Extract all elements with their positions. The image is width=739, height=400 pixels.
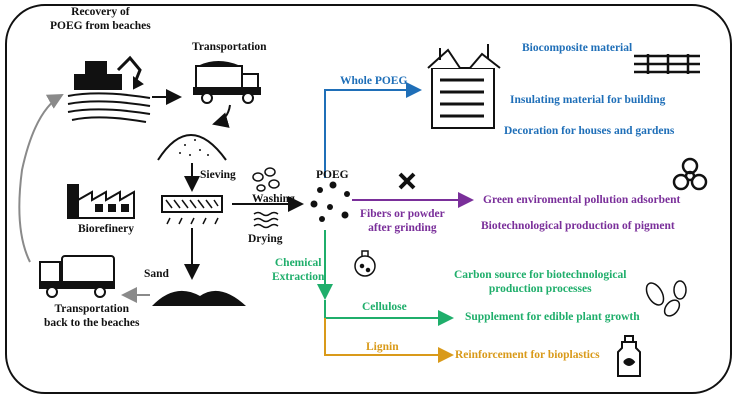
output-decoration: Decoration for houses and gardens xyxy=(504,125,675,137)
label-cellulose: Cellulose xyxy=(362,301,407,313)
output-reinforcement: Reinforcement for bioplastics xyxy=(455,349,600,361)
bacteria-icon xyxy=(645,280,687,317)
poeg-balls xyxy=(310,181,350,222)
label-sand: Sand xyxy=(144,268,169,280)
label-drying: Drying xyxy=(248,233,283,245)
cross-icon xyxy=(398,172,416,190)
excavator-icon xyxy=(67,55,151,123)
shells-icon xyxy=(252,167,280,192)
output-insulating: Insulating material for building xyxy=(510,94,666,106)
tanker-truck-icon xyxy=(39,255,115,298)
label-recovery: Recovery of POEG from beaches xyxy=(50,6,151,32)
bottle-icon xyxy=(617,335,641,377)
arrow-return-to-beach xyxy=(18,94,64,263)
factory-icon xyxy=(67,184,135,219)
output-biocomposite: Biocomposite material xyxy=(522,42,633,54)
sand-pile-icon xyxy=(157,134,227,161)
flask-icon xyxy=(354,250,376,277)
label-poeg: POEG xyxy=(316,169,349,181)
drying-icon xyxy=(253,211,279,229)
output-adsorbent: Green enviromental pollution adsorbent xyxy=(483,194,681,206)
arrow-whole-poeg xyxy=(324,82,422,178)
output-pigment: Biotechnological production of pigment xyxy=(481,220,675,232)
arrow-lignin xyxy=(324,318,454,363)
label-washing: Washing xyxy=(252,193,295,205)
output-supplement: Supplement for edible plant growth xyxy=(465,311,640,323)
building-icon xyxy=(427,44,501,129)
label-whole-poeg: Whole POEG xyxy=(340,75,408,87)
biohazard-icon xyxy=(672,157,708,191)
label-sieving: Sieving xyxy=(200,169,236,181)
output-carbon-source: Carbon source for biotechnological produ… xyxy=(454,269,627,295)
fence-icon xyxy=(634,54,700,74)
label-transport-back: Transportation back to the beaches xyxy=(44,303,140,329)
diagram-frame xyxy=(5,4,732,394)
dump-truck-icon xyxy=(193,61,261,104)
label-biorefinery: Biorefinery xyxy=(78,223,134,235)
label-fibers: Fibers or powder after grinding xyxy=(360,208,445,234)
sand-heap-icon xyxy=(152,290,246,306)
label-lignin: Lignin xyxy=(366,341,399,353)
label-transportation: Transportation xyxy=(192,41,267,53)
arrow-truck-to-pile xyxy=(212,104,231,128)
label-chemical-extraction: Chemical Extraction xyxy=(272,257,325,283)
sieve-icon xyxy=(161,195,223,225)
